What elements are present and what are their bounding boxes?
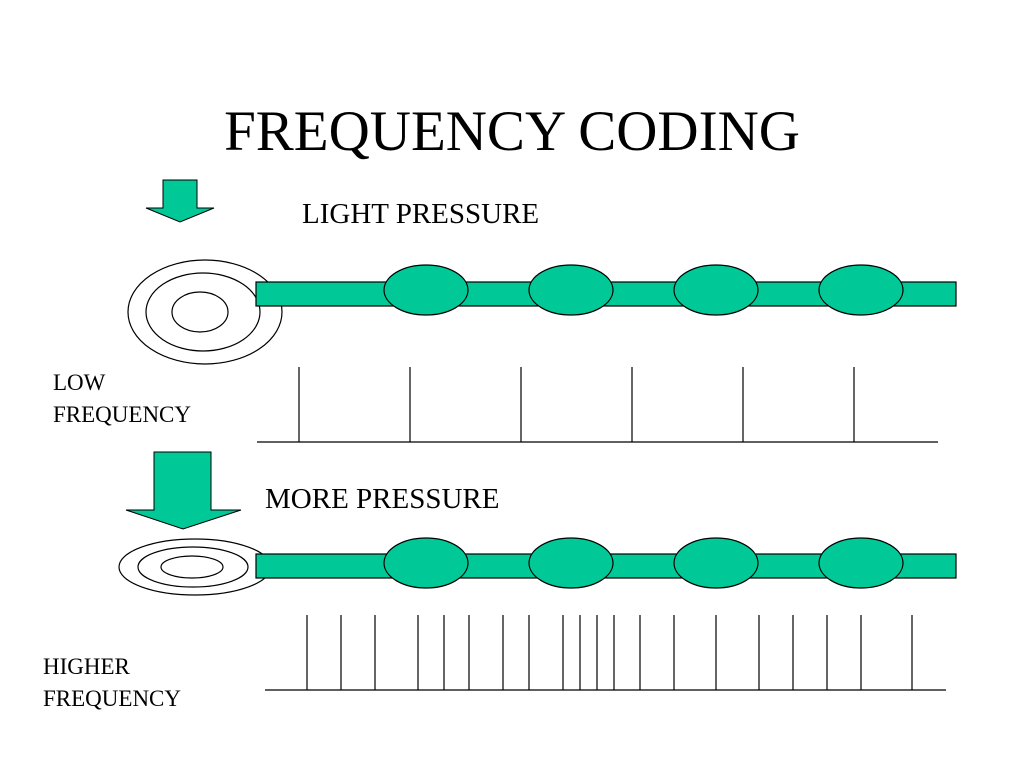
spike-train-high	[265, 615, 946, 691]
receptor-inner-ring	[171, 291, 229, 333]
light-pressure-label: LIGHT PRESSURE	[302, 198, 540, 230]
receptor-middle-ring	[145, 272, 261, 352]
myelin-node	[818, 537, 904, 589]
light-pressure-panel	[127, 179, 957, 443]
higher-frequency-label-line1: HIGHER	[43, 654, 130, 679]
higher-frequency-label-line2: FREQUENCY	[43, 686, 182, 711]
myelin-node	[673, 264, 759, 316]
nerve-fiber-light	[255, 264, 957, 316]
low-frequency-label-line2: FREQUENCY	[53, 402, 192, 427]
slide-title: FREQUENCY CODING	[224, 100, 800, 163]
myelin-node	[383, 537, 469, 589]
receptor-inner-ring	[160, 555, 224, 579]
higher-frequency-label: HIGHER FREQUENCY	[43, 651, 181, 715]
more-pressure-panel	[118, 451, 957, 691]
low-frequency-label-line1: LOW	[53, 370, 106, 395]
receptor-circles-compressed	[118, 538, 272, 596]
low-frequency-label: LOW FREQUENCY	[53, 367, 191, 431]
nerve-fiber-more	[255, 537, 957, 589]
receptor-circles-light	[127, 259, 283, 365]
receptor-middle-ring	[137, 546, 249, 588]
small-down-arrow-icon	[145, 179, 215, 223]
myelin-node	[528, 264, 614, 316]
more-pressure-label: MORE PRESSURE	[265, 483, 500, 515]
large-down-arrow-icon	[125, 451, 242, 530]
spike-train-low	[257, 367, 938, 443]
myelin-node	[673, 537, 759, 589]
myelin-node	[528, 537, 614, 589]
myelin-node	[383, 264, 469, 316]
myelin-node	[818, 264, 904, 316]
receptor-outer-ring	[127, 259, 283, 365]
